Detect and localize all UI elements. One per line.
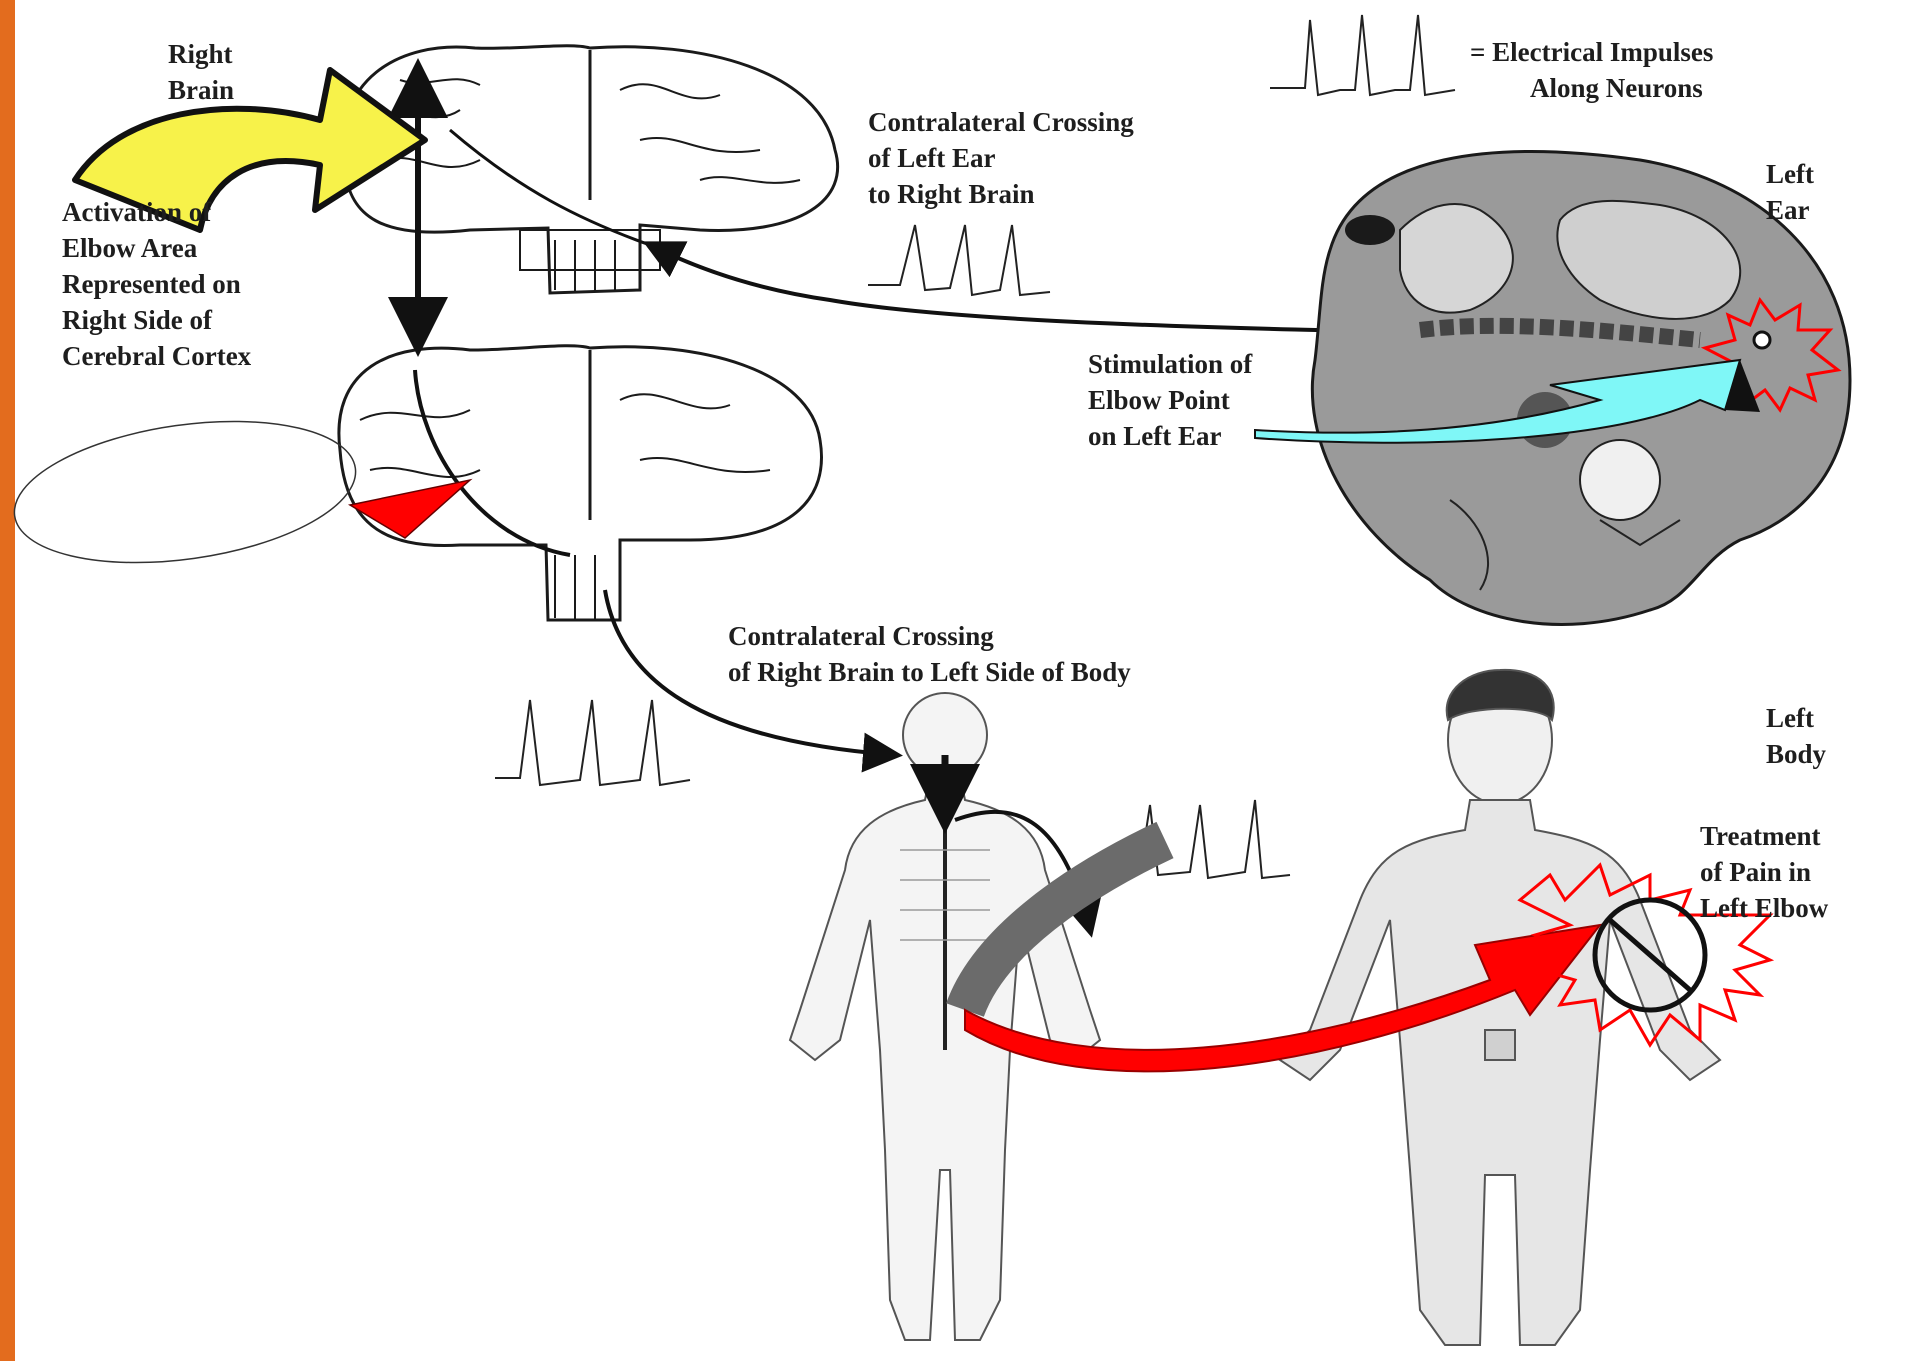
ear-elbow-point: [1754, 332, 1770, 348]
cortex-highlight-outline: [5, 402, 364, 583]
impulse-icon-ear: [868, 225, 1050, 295]
bottom-brain-illustration: [339, 346, 822, 620]
impulse-icon-brain: [495, 700, 690, 785]
impulse-legend-icon: [1270, 15, 1455, 95]
